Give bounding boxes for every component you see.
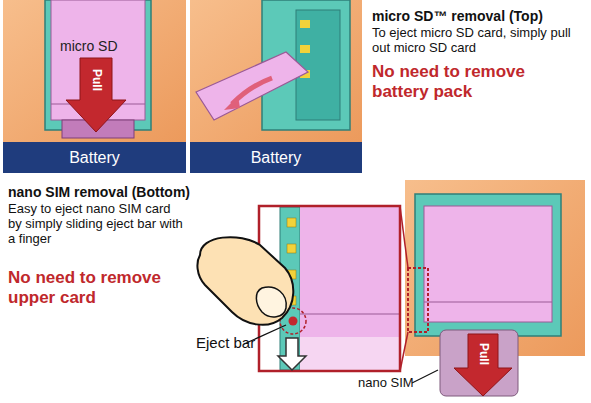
panel-bottom-right — [454, 334, 512, 396]
note: No need to remove battery pack — [372, 62, 572, 101]
panel-bottom-right — [408, 268, 428, 332]
panel-top-middle — [300, 45, 310, 53]
zoom-detail — [300, 207, 399, 337]
panel-top-middle — [196, 52, 308, 120]
panel-top-middle — [190, 0, 362, 142]
finger — [197, 237, 293, 325]
zoom-detail — [287, 218, 296, 227]
panel-bottom-right — [424, 302, 552, 303]
zoom-detail — [289, 317, 298, 326]
leader-line — [244, 325, 438, 383]
part-label: Eject bar — [196, 334, 266, 351]
panel-top-left — [3, 0, 186, 142]
panel-top-middle — [190, 0, 362, 142]
band-label: Battery — [251, 149, 302, 167]
panel-bottom-right — [415, 194, 561, 336]
battery-band: Battery — [3, 142, 186, 173]
slide-arrow — [278, 338, 306, 370]
zoom-detail — [300, 337, 399, 370]
arrow-label: Pull — [89, 69, 103, 91]
section-heading: nano SIM removal (Bottom) — [8, 184, 190, 200]
leader-line — [412, 370, 438, 383]
description: Easy to eject nano SIM card by simply sl… — [8, 202, 186, 247]
battery-band: Battery — [190, 142, 362, 173]
pull-arrow — [66, 58, 126, 132]
slide-arrow — [278, 338, 306, 370]
zoom-detail — [287, 244, 296, 253]
part-label: nano SIM — [358, 376, 414, 391]
arrow-label: Pull — [476, 343, 490, 365]
panel-top-middle — [296, 10, 340, 120]
panel-bottom-right — [440, 330, 518, 396]
panel-bottom-right — [405, 180, 585, 396]
panel-top-left — [3, 0, 186, 142]
panel-top-middle — [224, 96, 240, 110]
pull-arrow — [66, 58, 126, 132]
card-name: micro SD — [60, 38, 118, 54]
band-label: Battery — [69, 149, 120, 167]
finger — [256, 287, 286, 317]
panel-bottom-right — [424, 206, 552, 322]
zoom-detail — [300, 314, 399, 315]
note: No need to remove upper card — [8, 268, 186, 307]
panel-top-middle — [300, 20, 310, 28]
description: To eject micro SD card, simply pull out … — [372, 26, 584, 56]
section-heading: micro SD™ removal (Top) — [372, 8, 543, 24]
finger — [197, 237, 293, 325]
